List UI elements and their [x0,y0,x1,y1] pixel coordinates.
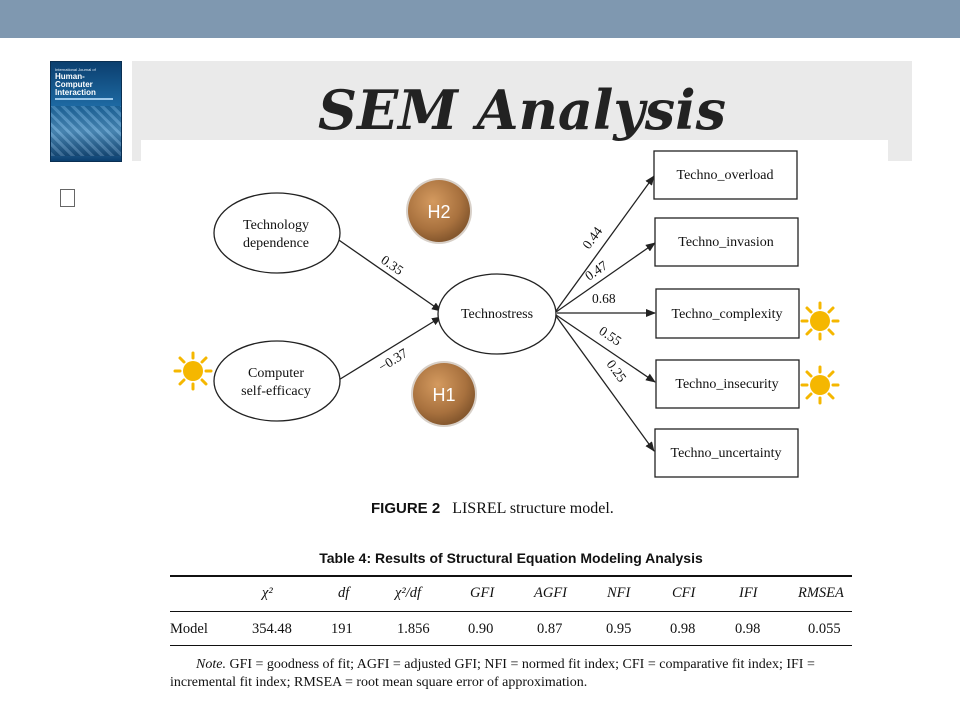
badge-h2: H2 [406,178,472,244]
table-title: Table 4: Results of Structural Equation … [319,550,703,566]
cell-ifi: 0.98 [735,621,761,637]
top-bar [0,0,960,38]
header-agfi: AGFI [534,585,568,601]
node-invasion-label: Techno_invasion [678,235,773,250]
header-ifi: IFI [739,585,758,601]
badge-h1-label: H1 [432,385,455,405]
path-stress-overload [555,175,655,312]
node-technostress-label: Technostress [461,307,533,322]
node-tech-dependence-line1: Technology [243,218,309,233]
slide-title: SEM Analysis [317,78,727,142]
cover-title: Human-Computer Interaction [55,72,96,97]
cell-cfi: 0.98 [670,621,696,637]
path-stress-insecurity [555,314,656,383]
node-uncertainty-label: Techno_uncertainty [671,446,782,461]
figure-caption-text: LISREL structure model. [452,500,614,517]
cell-gfi: 0.90 [468,621,494,637]
node-complexity-box [655,288,800,339]
coef-invasion: 0.47 [582,257,610,283]
cell-rmsea: 0.055 [808,621,841,637]
journal-cover: International Journal of Human-Computer … [50,61,122,162]
coef-dependence-stress: 0.35 [378,252,406,278]
header-chi2: χ² [262,585,273,601]
row-label: Model [170,621,208,637]
node-self-efficacy-line2: self-efficacy [241,384,311,399]
path-stress-uncertainty [555,315,655,452]
header-gfi: GFI [470,585,495,601]
node-insecurity-label: Techno_insecurity [675,377,778,392]
coef-complexity: 0.68 [592,291,616,306]
badge-h2-label: H2 [427,202,450,222]
header-cfi: CFI [672,585,696,601]
cell-agfi: 0.87 [537,621,563,637]
path-stress-invasion [555,242,656,313]
header-chi2-df: χ²/df [395,585,422,601]
cover-rule [55,98,113,100]
table-header-row: χ² df χ²/df GFI AGFI NFI CFI IFI RMSEA [170,585,852,605]
cell-nfi: 0.95 [606,621,632,637]
header-df: df [338,585,350,601]
node-self-efficacy [213,340,341,422]
node-tech-dependence-line2: dependence [243,236,309,251]
cell-chi2: 354.48 [252,621,292,637]
cover-small-text: International Journal of [55,67,96,72]
path-dependence-stress [332,235,442,312]
cell-df: 191 [331,621,353,637]
cell-chi2-df: 1.856 [397,621,430,637]
figure-caption: FIGURE 2 LISREL structure model. [371,500,614,518]
node-overload-box [653,150,798,200]
node-self-efficacy-line1: Computer [248,366,304,381]
header-nfi: NFI [607,585,631,601]
table-bottom-rule [170,645,852,646]
bullet-box-icon [60,189,75,207]
node-complexity-label: Techno_complexity [672,307,783,322]
sun-icon [800,301,840,341]
node-uncertainty-box [654,428,799,478]
header-rmsea: RMSEA [798,585,844,601]
node-technostress [437,273,557,355]
node-tech-dependence [213,192,341,274]
path-efficacy-stress [336,316,442,382]
node-insecurity-box [655,359,800,409]
table-top-rule [170,575,852,577]
table-note-text: GFI = goodness of fit; AGFI = adjusted G… [170,657,815,690]
sun-icon [173,351,213,391]
coef-uncertainty: 0.25 [604,357,630,385]
table-row: Model 354.48 191 1.856 0.90 0.87 0.95 0.… [170,621,852,641]
coef-efficacy-stress: −0.37 [376,345,411,374]
table-note-label: Note. [196,657,226,672]
badge-h1: H1 [411,361,477,427]
table-mid-rule [170,611,852,612]
sun-icon [800,365,840,405]
figure-caption-label: FIGURE 2 [371,500,441,517]
cover-artwork [51,106,121,156]
node-overload-label: Techno_overload [677,168,774,183]
node-invasion-box [654,217,799,267]
table-note: Note. GFI = goodness of fit; AGFI = adju… [170,656,860,692]
